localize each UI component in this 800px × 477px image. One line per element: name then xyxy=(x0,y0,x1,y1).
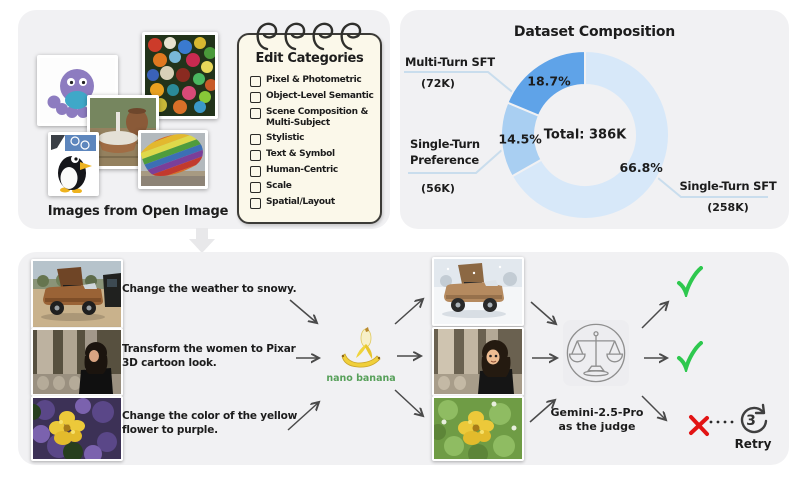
segment-percent-label: 14.5% xyxy=(498,131,542,146)
retry-count: 3 xyxy=(746,413,756,429)
list-item: Spatial/Layout xyxy=(250,197,375,209)
legend-preference-count: (56K) xyxy=(421,182,455,195)
chart-center-total: Total: 386K xyxy=(543,127,627,143)
flower-source-art xyxy=(33,398,121,459)
model-label: nano banana xyxy=(326,373,396,384)
source-images-panel: Images from Open Image Edit Categories P… xyxy=(18,10,390,229)
judge-icon-tile xyxy=(563,320,629,386)
checkbox-icon xyxy=(250,181,261,193)
output-car-snowy-image xyxy=(432,257,524,326)
car-source-art xyxy=(33,261,121,327)
legend-single-turn-sft: Single-Turn SFT xyxy=(679,179,777,193)
red-cross-icon xyxy=(689,415,709,436)
edit-categories-notepad: Edit Categories Pixel & Photometric Obje… xyxy=(237,22,382,224)
flower-output-art xyxy=(434,398,522,459)
category-label: Scale xyxy=(266,180,292,191)
car-output-art xyxy=(434,259,522,324)
legend-multi-turn-sft: Multi-Turn SFT xyxy=(405,55,495,69)
notepad-title: Edit Categories xyxy=(255,51,364,66)
category-label: Human-Centric xyxy=(266,164,338,175)
retry-label: Retry xyxy=(734,437,772,451)
penguin-art xyxy=(51,135,96,193)
segment-percent-label: 18.7% xyxy=(527,73,571,88)
banana-icon xyxy=(341,327,381,368)
category-label: Pixel & Photometric xyxy=(266,75,362,85)
list-item: Object-Level Semantic xyxy=(250,91,375,103)
checkbox-icon xyxy=(250,197,261,209)
segment-percent-label: 66.8% xyxy=(619,160,663,175)
instruction-1: Change the weather to snowy. xyxy=(122,283,297,295)
list-item: Stylistic xyxy=(250,133,375,145)
instruction-3: Change the color of the yellow flower to… xyxy=(122,410,298,437)
list-item: Human-Centric xyxy=(250,165,375,177)
rainbow-art xyxy=(141,133,205,186)
legend-multi-turn-count: (72K) xyxy=(421,77,455,90)
output-flower-unchanged-image xyxy=(432,396,524,461)
data-pipeline-panel: Change the weather to snowy. Transform t… xyxy=(18,252,789,465)
donut-chart: 66.8% 14.5% 18.7% xyxy=(404,49,768,220)
category-label: Object-Level Semantic xyxy=(266,91,374,101)
checkbox-icon xyxy=(250,133,261,145)
list-item: Text & Symbol xyxy=(250,149,375,161)
category-label: Spatial/Layout xyxy=(266,196,335,207)
woman-output-art xyxy=(434,329,522,394)
category-label: Stylistic xyxy=(266,132,305,143)
balance-scale-icon xyxy=(566,323,626,383)
green-check-icon-2 xyxy=(677,341,703,372)
list-item: Pixel & Photometric xyxy=(250,75,375,87)
output-woman-pixar-image xyxy=(432,327,524,396)
legend-single-turn-preference: Single-Turn Preference xyxy=(410,137,480,167)
collage-caption: Images from Open Image xyxy=(47,204,229,219)
list-item: Scene Composition & Multi-Subject xyxy=(250,107,375,129)
retry-dots-icon xyxy=(709,420,734,424)
donut-segment xyxy=(510,49,670,220)
source-woman-image xyxy=(31,328,123,396)
flow-down-arrow-icon xyxy=(189,228,215,253)
donut-segment xyxy=(506,49,586,118)
penguin-cartoon-image xyxy=(48,132,99,196)
dataset-composition-panel: Dataset Composition 66.8% 14.5% 18.7% Tota… xyxy=(400,10,789,229)
instruction-2: Transform the women to Pixar 3D cartoon … xyxy=(122,343,296,370)
checkbox-icon xyxy=(250,165,261,177)
chart-title: Dataset Composition xyxy=(513,24,676,40)
source-car-image xyxy=(31,259,123,329)
legend-single-turn-count: (258K) xyxy=(707,201,749,214)
checkbox-icon xyxy=(250,76,261,87)
source-flower-image xyxy=(31,396,123,461)
judge-label: Gemini-2.5-Pro as the judge xyxy=(550,406,644,434)
category-label: Scene Composition & Multi-Subject xyxy=(266,107,369,128)
edit-category-list: Pixel & Photometric Object-Level Semanti… xyxy=(250,75,375,213)
rainbow-fabric-image xyxy=(138,130,208,189)
checkbox-icon xyxy=(250,108,261,119)
list-item: Scale xyxy=(250,181,375,193)
nano-banana-model: nano banana xyxy=(322,326,400,388)
spiral-binding-icon xyxy=(256,22,362,51)
green-check-icon-1 xyxy=(677,266,703,297)
category-label: Text & Symbol xyxy=(266,148,335,159)
callout-lines xyxy=(404,71,768,198)
checkbox-icon xyxy=(250,92,261,103)
retry-icon: 3 xyxy=(740,403,768,434)
woman-source-art xyxy=(33,330,121,394)
checkbox-icon xyxy=(250,149,261,161)
